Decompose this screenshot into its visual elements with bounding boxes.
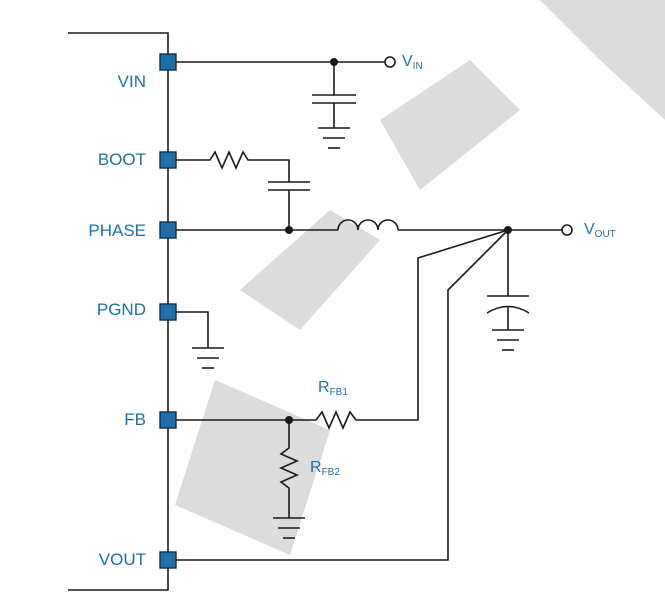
watermark-stroke-o xyxy=(540,0,665,120)
terminals xyxy=(384,56,573,236)
pin-label-pgnd: PGND xyxy=(96,300,146,319)
resistor-label-rfb1: RFB1 xyxy=(318,378,348,403)
watermark-stroke-i xyxy=(380,60,520,190)
net-label-vout: VOUT xyxy=(584,220,616,245)
pins xyxy=(159,53,177,569)
resistor-label-rfb2: RFB2 xyxy=(310,458,340,483)
resistor-label-rfb2-sub: FB2 xyxy=(321,467,340,478)
net-label-vin: VIN xyxy=(402,52,423,77)
pin-boot-square xyxy=(159,151,177,169)
pin-pgnd-square xyxy=(159,303,177,321)
junction-vin xyxy=(330,58,338,66)
watermark-stroke-u xyxy=(175,380,330,555)
resistor-label-rfb1-main: R xyxy=(318,379,330,396)
resistor-label-rfb1-sub: FB1 xyxy=(329,387,348,398)
pin-vout-square xyxy=(159,551,177,569)
junction-phase xyxy=(285,226,293,234)
junction-vout xyxy=(504,226,512,234)
net-label-vout-main: V xyxy=(584,221,595,238)
junctions xyxy=(285,58,512,424)
watermark-stroke-p xyxy=(240,210,380,330)
net-label-vin-sub: IN xyxy=(412,61,423,72)
terminal-vout xyxy=(561,224,573,236)
pin-vin-square xyxy=(159,53,177,71)
pin-phase-square xyxy=(159,221,177,239)
pin-fb-square xyxy=(159,411,177,429)
pin-label-fb: FB xyxy=(124,410,146,429)
resistor-label-rfb2-main: R xyxy=(310,459,322,476)
watermark xyxy=(175,0,665,555)
junction-fb xyxy=(285,416,293,424)
pin-label-vout: VOUT xyxy=(98,550,146,569)
wires xyxy=(176,61,562,561)
net-label-vin-main: V xyxy=(402,53,413,70)
pin-label-vin: VIN xyxy=(117,72,146,91)
pin-label-boot: BOOT xyxy=(97,150,146,169)
terminal-vin xyxy=(384,56,396,68)
pin-label-phase: PHASE xyxy=(88,221,146,240)
net-label-vout-sub: OUT xyxy=(594,229,616,240)
